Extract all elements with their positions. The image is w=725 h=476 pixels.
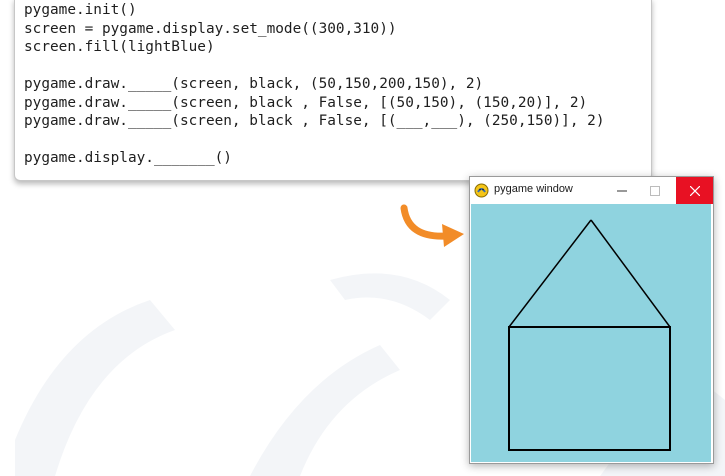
roof-right-line — [590, 219, 671, 328]
code-line: pygame.init() — [24, 2, 137, 18]
pygame-window[interactable]: pygame window — [469, 176, 714, 464]
code-line — [24, 57, 604, 76]
maximize-icon — [650, 185, 660, 196]
minimize-button[interactable] — [604, 177, 640, 204]
pygame-canvas — [471, 204, 711, 462]
code-block: pygame.init() screen = pygame.display.set… — [24, 1, 604, 168]
code-line: pygame.draw._____(screen, black , False,… — [24, 94, 588, 111]
code-line: screen.fill(lightBlue) — [24, 39, 215, 55]
curved-arrow-icon — [400, 204, 464, 247]
window-titlebar[interactable]: pygame window — [470, 177, 713, 204]
canvas-background — [471, 204, 711, 462]
code-line: pygame.display._______() — [24, 150, 232, 166]
code-line — [24, 131, 604, 150]
maximize-button[interactable] — [637, 177, 673, 204]
close-button[interactable] — [676, 177, 713, 204]
code-line: pygame.draw._____(screen, black, (50,150… — [24, 76, 484, 92]
pygame-snake-icon — [474, 183, 489, 198]
window-title: pygame window — [494, 183, 573, 195]
code-line: screen = pygame.display.set_mode((300,31… — [24, 20, 397, 37]
code-line: pygame.draw._____(screen, black , False,… — [24, 113, 605, 129]
roof-left-line — [508, 219, 592, 328]
house-rectangle — [508, 326, 671, 451]
close-icon — [689, 185, 700, 196]
code-panel: pygame.init() screen = pygame.display.set… — [14, 0, 652, 181]
minimize-icon — [617, 190, 627, 191]
